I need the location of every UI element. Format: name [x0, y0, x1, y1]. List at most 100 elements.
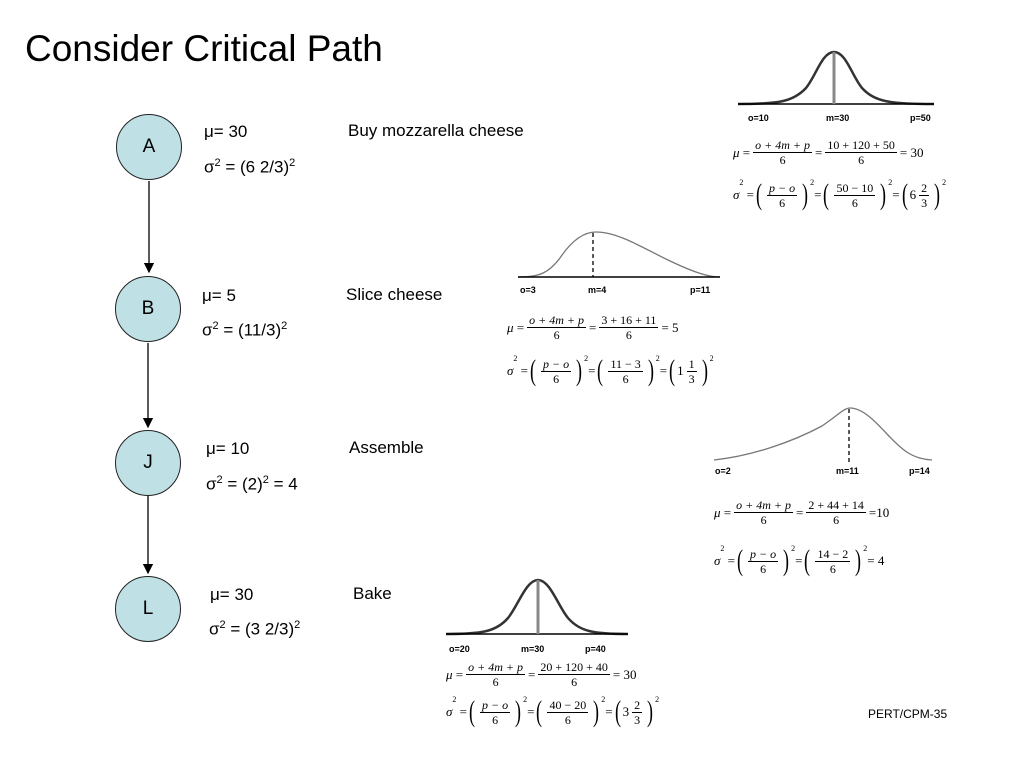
label-p: p=14	[909, 466, 930, 476]
numerator: o + 4m + p	[527, 313, 586, 328]
exponent: 2	[584, 354, 589, 363]
whole: 6	[909, 187, 917, 202]
exponent: 2	[655, 695, 660, 704]
denominator: 6	[858, 153, 865, 167]
exponent: 2	[655, 354, 660, 363]
numerator: p − o	[480, 697, 511, 713]
mu-symbol: μ	[446, 666, 453, 682]
exponent: 2	[739, 178, 744, 187]
node-a-activity: Buy mozzarella cheese	[348, 121, 524, 140]
node-j: J	[115, 430, 181, 496]
skewed-curve	[713, 407, 933, 461]
label-p: p=40	[585, 644, 606, 654]
numerator: o + 4m + p	[466, 660, 525, 675]
equals: =	[723, 504, 732, 520]
sigma-value: = (11/3)	[218, 320, 282, 340]
sigma-symbol: σ	[209, 619, 220, 639]
exponent: 2	[289, 157, 296, 169]
node-l: L	[115, 576, 181, 642]
exponent: 2	[810, 178, 815, 187]
label-m: m=11	[836, 466, 859, 476]
distribution-curve-l	[446, 578, 629, 636]
whole: 3	[622, 704, 630, 719]
distribution-curve-a	[738, 50, 935, 106]
mu-symbol: μ	[507, 319, 514, 335]
sigma-value: = (3 2/3)	[225, 619, 295, 639]
label-o: o=10	[748, 113, 769, 123]
numerator: o + 4m + p	[753, 138, 812, 153]
numerator: p − o	[767, 180, 798, 196]
mu-symbol: μ	[733, 144, 740, 160]
result: = 30	[899, 144, 924, 160]
node-b-mu: μ= 5	[202, 286, 236, 305]
sigma-value: = (6 2/3)	[220, 157, 290, 177]
equals: =	[815, 144, 823, 160]
node-label: B	[141, 298, 155, 319]
exponent: 2	[212, 320, 219, 332]
node-label: J	[143, 452, 153, 473]
slide-title: Consider Critical Path	[25, 28, 383, 69]
exponent: 2	[888, 178, 893, 187]
exponent: 2	[863, 544, 868, 553]
node-a-sigma: σ2 = (6 2/3)2	[204, 158, 295, 176]
numerator: 14 − 2	[815, 546, 851, 562]
equals: =	[605, 704, 613, 719]
equals: =	[455, 666, 464, 682]
node-a-mu: μ= 30	[204, 122, 248, 141]
denominator: 6	[622, 371, 629, 386]
distribution-curve-j	[713, 407, 933, 462]
equals: =	[520, 363, 529, 378]
denominator: 6	[833, 513, 840, 527]
numerator: p − o	[748, 546, 779, 562]
numerator: o + 4m + p	[734, 498, 793, 513]
equals: =	[814, 187, 822, 202]
node-j-sigma: σ2 = (2)2 = 4	[206, 475, 298, 493]
equals: =	[795, 553, 803, 568]
sigma-symbol: σ	[202, 320, 213, 340]
numerator: 20 + 120 + 40	[538, 660, 610, 675]
exponent: 2	[262, 474, 269, 486]
equals: =	[727, 553, 736, 568]
denominator: 6	[625, 328, 632, 342]
denominator: 6	[779, 195, 786, 210]
numerator: 1	[686, 356, 697, 372]
numerator: 10 + 120 + 50	[825, 138, 897, 153]
denominator: 6	[564, 712, 571, 727]
exponent: 2	[216, 474, 223, 486]
exponent: 2	[523, 695, 528, 704]
whole: 1	[677, 363, 684, 378]
exponent: 2	[601, 695, 606, 704]
exponent: 2	[214, 157, 221, 169]
equals: =	[588, 363, 596, 378]
equals: =	[528, 666, 536, 682]
exponent: 2	[791, 544, 796, 553]
denominator: 6	[571, 675, 578, 689]
equals: =	[589, 319, 597, 335]
sigma-symbol: σ	[507, 363, 514, 378]
denominator: 6	[829, 561, 836, 576]
equals: =	[746, 187, 755, 202]
equals: =	[892, 187, 900, 202]
equals: =	[527, 704, 535, 719]
denominator: 3	[634, 712, 641, 727]
equals: =	[459, 704, 468, 719]
